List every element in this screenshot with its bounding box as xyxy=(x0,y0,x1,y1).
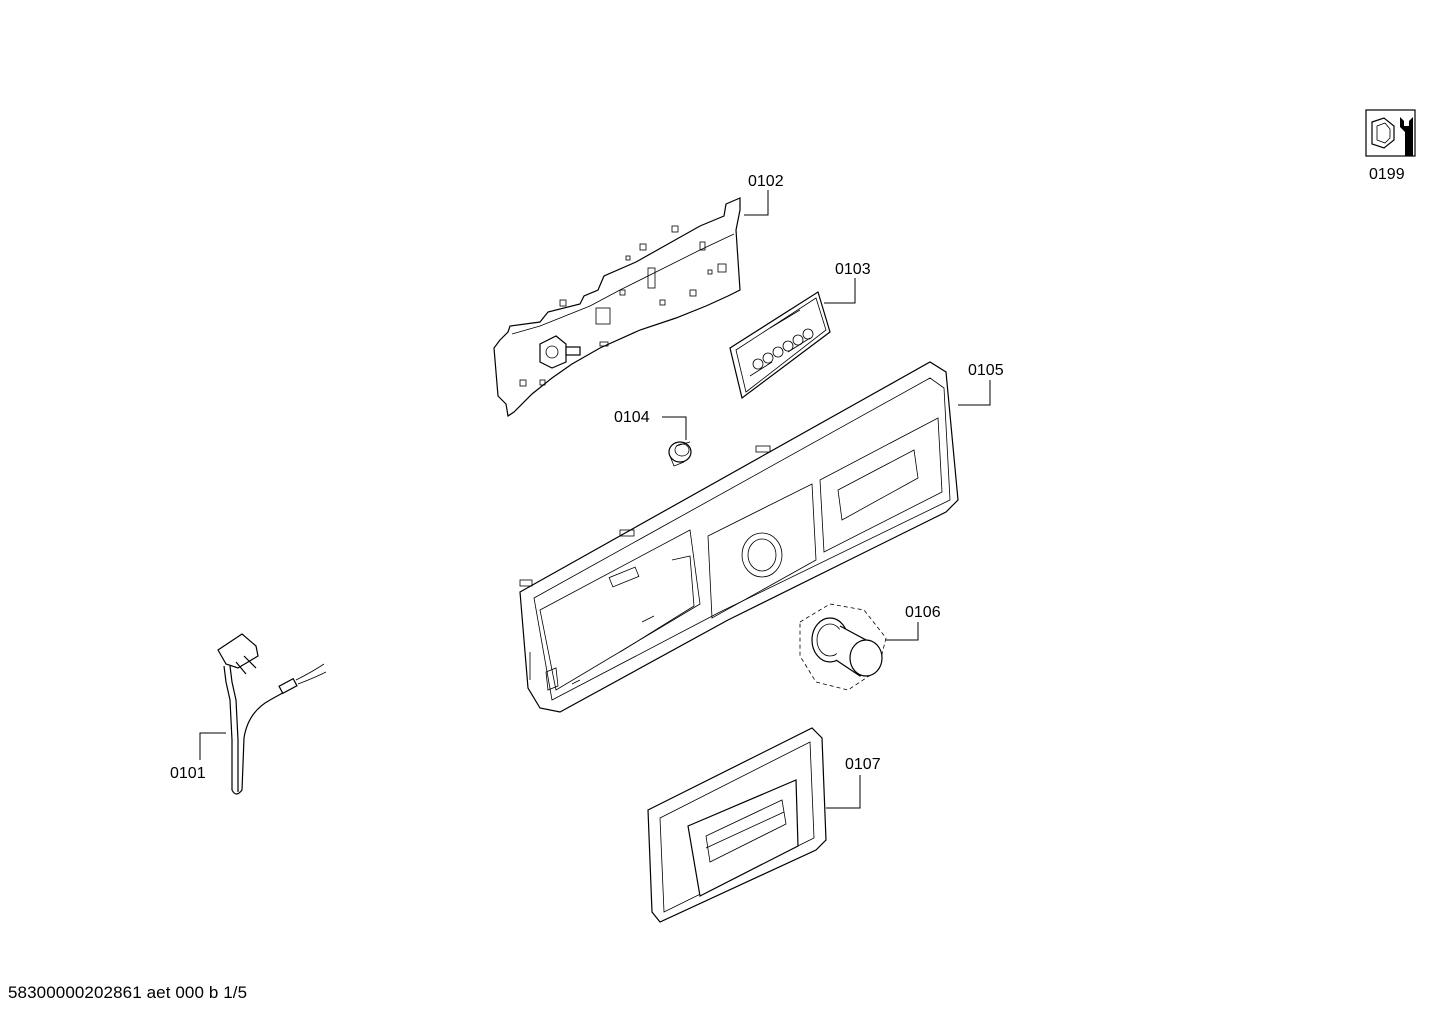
fascia-panel[interactable] xyxy=(519,361,959,713)
control-module[interactable] xyxy=(493,197,741,418)
power-cord[interactable] xyxy=(217,633,327,795)
part-label-0107: 0107 xyxy=(845,756,881,773)
footer-document-code: 58300000202861 aet 000 b 1/5 xyxy=(8,983,248,1002)
part-label-0101: 0101 xyxy=(170,765,206,782)
light-guide[interactable] xyxy=(668,441,692,467)
part-label-0104: 0104 xyxy=(614,409,650,426)
drawer-handle[interactable] xyxy=(647,727,827,923)
part-label-0106: 0106 xyxy=(905,604,941,621)
part-label-0103: 0103 xyxy=(835,261,871,278)
part-label-0102: 0102 xyxy=(748,173,784,190)
indicator-panel[interactable] xyxy=(729,291,831,400)
part-label-0105: 0105 xyxy=(968,362,1004,379)
selector-knob[interactable] xyxy=(799,603,887,691)
part-label-0199: 0199 xyxy=(1369,166,1405,183)
service-wrench-icon[interactable] xyxy=(1365,109,1416,157)
